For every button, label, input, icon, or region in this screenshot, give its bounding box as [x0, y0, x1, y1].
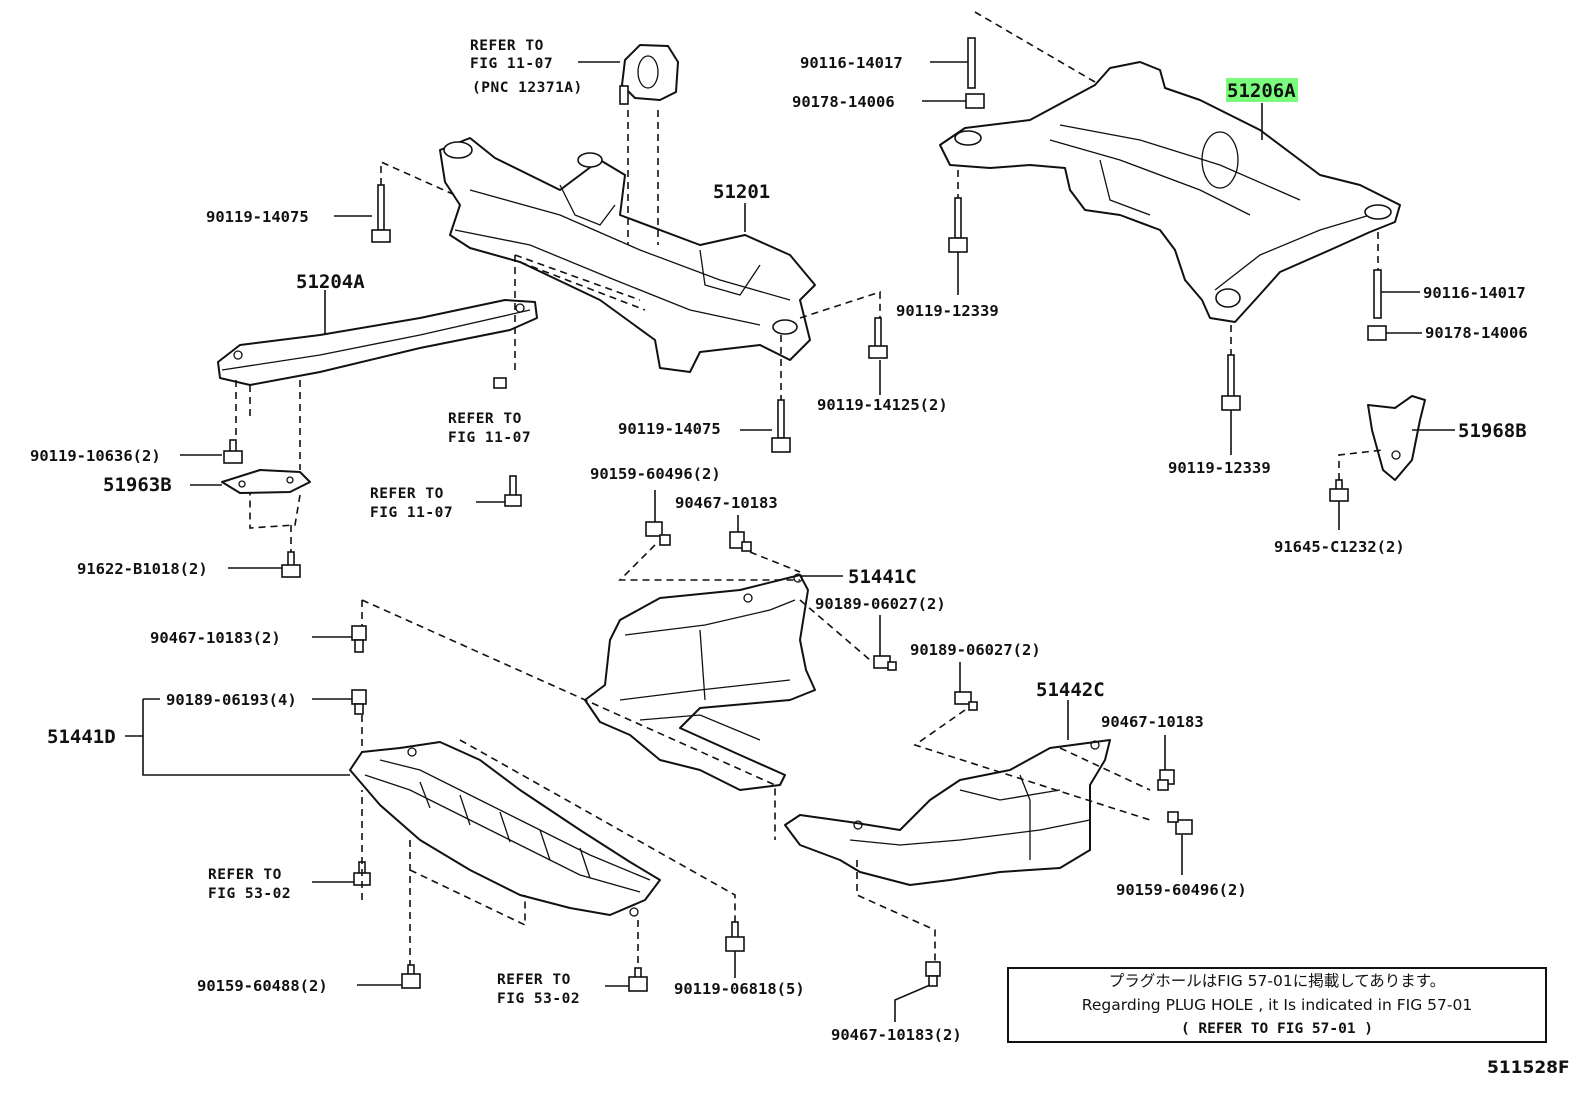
label-90119-14075-a[interactable]: 90119-14075 — [206, 208, 309, 226]
bolt-90189-06027-a[interactable] — [873, 655, 897, 671]
label-51442c[interactable]: 51442C — [1036, 679, 1105, 701]
clip-90467-10183-c[interactable] — [1157, 769, 1175, 791]
label-90119-14125[interactable]: 90119-14125(2) — [817, 396, 948, 414]
brace-51204a[interactable] — [217, 299, 538, 386]
label-90189-06027-a[interactable]: 90189-06027(2) — [815, 595, 946, 613]
bolt-90119-12339-a[interactable] — [948, 197, 968, 253]
label-ref-53b-2[interactable]: FIG 53-02 — [497, 991, 580, 1007]
label-ref-mid-2[interactable]: FIG 11-07 — [448, 430, 531, 446]
label-90119-06818[interactable]: 90119-06818(5) — [674, 980, 805, 998]
front-crossmember-51201[interactable] — [439, 137, 816, 373]
note-line-reference[interactable]: ( REFER TO FIG 57-01 ) — [1180, 1021, 1374, 1037]
bracket-51968b[interactable] — [1367, 395, 1426, 481]
label-ref-low-2[interactable]: FIG 11-07 — [370, 505, 453, 521]
label-90116-14017-a[interactable]: 90116-14017 — [800, 54, 903, 72]
nut-90178-14006-b[interactable] — [1367, 325, 1387, 341]
clip-90467-10183-a[interactable] — [729, 531, 752, 552]
selected-part-highlight — [1226, 78, 1298, 102]
label-ref-53a-1[interactable]: REFER TO — [208, 867, 282, 883]
label-ref-53b-1[interactable]: REFER TO — [497, 972, 571, 988]
bolt-90119-14125[interactable] — [868, 317, 888, 359]
label-90159-60496-b[interactable]: 90159-60496(2) — [1116, 881, 1247, 899]
label-90178-14006-b[interactable]: 90178-14006 — [1425, 324, 1528, 342]
label-90189-06193[interactable]: 90189-06193(4) — [166, 691, 297, 709]
nut-90178-14006-a[interactable] — [965, 93, 985, 109]
bolt-fig-11-07-b[interactable] — [504, 475, 522, 507]
clip-90467-10183-d[interactable] — [925, 961, 941, 987]
bolt-90189-06027-b[interactable] — [954, 691, 978, 711]
label-ref-53a-2[interactable]: FIG 53-02 — [208, 886, 291, 902]
under-cover-51441d[interactable] — [349, 741, 661, 917]
label-51441d[interactable]: 51441D — [47, 726, 116, 748]
note-line-japanese: プラグホールはFIG 57-01に掲載してあります。 — [1108, 972, 1446, 990]
label-91622-b1018[interactable]: 91622-B1018(2) — [77, 560, 208, 578]
label-90178-14006-a[interactable]: 90178-14006 — [792, 93, 895, 111]
bolt-90119-10636[interactable] — [223, 439, 243, 464]
clip-90189-06193[interactable] — [351, 689, 367, 715]
label-ref-low-1[interactable]: REFER TO — [370, 486, 444, 502]
label-90116-14017-b[interactable]: 90116-14017 — [1423, 284, 1526, 302]
bolt-91622-b1018[interactable] — [281, 551, 301, 578]
engine-mount[interactable] — [619, 44, 679, 105]
under-cover-51441c[interactable] — [584, 573, 816, 791]
label-90119-12339-a[interactable]: 90119-12339 — [896, 302, 999, 320]
label-90189-06027-b[interactable]: 90189-06027(2) — [910, 641, 1041, 659]
bolt-fig-11-07-a[interactable] — [493, 377, 507, 389]
under-cover-51442c[interactable] — [784, 739, 1111, 886]
figure-id: 511528F — [1487, 1058, 1570, 1078]
bolt-90119-14075-bottom[interactable] — [771, 399, 791, 453]
bolt-90119-12339-b[interactable] — [1221, 354, 1241, 411]
leader-lines — [125, 61, 1455, 1022]
note-line-english: Regarding PLUG HOLE , it Is indicated in… — [1081, 996, 1473, 1014]
stud-90116-14017-b[interactable] — [1373, 269, 1382, 319]
bolt-90119-06818[interactable] — [725, 921, 745, 952]
label-90119-12339-b[interactable]: 90119-12339 — [1168, 459, 1271, 477]
label-ref-top-3[interactable]: (PNC 12371A) — [472, 80, 583, 96]
label-90467-10183-c[interactable]: 90467-10183 — [1101, 713, 1204, 731]
label-ref-top-2[interactable]: FIG 11-07 — [470, 56, 553, 72]
clip-90159-60496-b[interactable] — [1167, 811, 1193, 835]
label-90467-10183-b[interactable]: 90467-10183(2) — [150, 629, 281, 647]
bolt-90159-60488[interactable] — [401, 964, 421, 989]
bolt-90119-14075-top[interactable] — [371, 184, 391, 243]
label-90467-10183-a[interactable]: 90467-10183 — [675, 494, 778, 512]
assembly-lines — [235, 11, 1384, 968]
label-90159-60488[interactable]: 90159-60488(2) — [197, 977, 328, 995]
plug-hole-note: プラグホールはFIG 57-01に掲載してあります。 Regarding PLU… — [1007, 967, 1547, 1043]
rear-subframe-51206a[interactable] — [939, 61, 1401, 323]
label-90119-10636[interactable]: 90119-10636(2) — [30, 447, 161, 465]
label-51204a[interactable]: 51204A — [296, 271, 365, 293]
clip-90467-10183-b[interactable] — [351, 625, 367, 653]
label-90467-10183-d[interactable]: 90467-10183(2) — [831, 1026, 962, 1044]
stud-90116-14017-a[interactable] — [967, 37, 976, 89]
label-51441c[interactable]: 51441C — [848, 566, 917, 588]
label-90119-14075-b[interactable]: 90119-14075 — [618, 420, 721, 438]
label-ref-top-1[interactable]: REFER TO — [470, 38, 544, 54]
label-51963b[interactable]: 51963B — [103, 474, 172, 496]
label-ref-mid-1[interactable]: REFER TO — [448, 411, 522, 427]
label-90159-60496-a[interactable]: 90159-60496(2) — [590, 465, 721, 483]
bolt-91645-c1232[interactable] — [1329, 479, 1349, 502]
screw-fig-53-02-b[interactable] — [628, 967, 648, 992]
label-51968b[interactable]: 51968B — [1458, 420, 1527, 442]
label-51201[interactable]: 51201 — [713, 181, 770, 203]
label-91645-c1232[interactable]: 91645-C1232(2) — [1274, 538, 1405, 556]
label-51206a[interactable]: 51206A — [1227, 80, 1296, 102]
bracket-51963b[interactable] — [221, 469, 311, 494]
clip-90159-60496-a[interactable] — [645, 521, 671, 546]
